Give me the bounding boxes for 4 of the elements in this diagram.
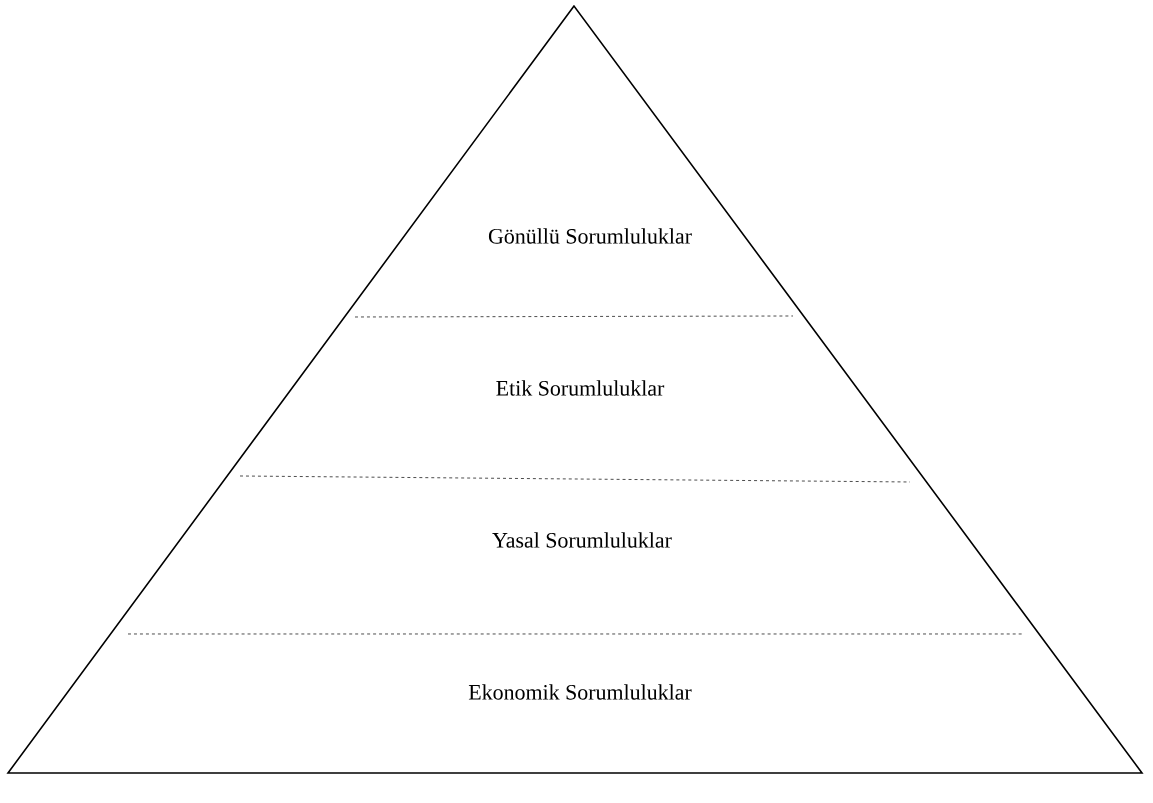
pyramid-level-label: Yasal Sorumluluklar xyxy=(492,532,672,548)
pyramid-level-label: Etik Sorumluluklar xyxy=(496,380,665,396)
pyramid-level-label: Gönüllü Sorumluluklar xyxy=(488,228,692,244)
pyramid-level-label: Ekonomik Sorumluluklar xyxy=(468,684,692,700)
